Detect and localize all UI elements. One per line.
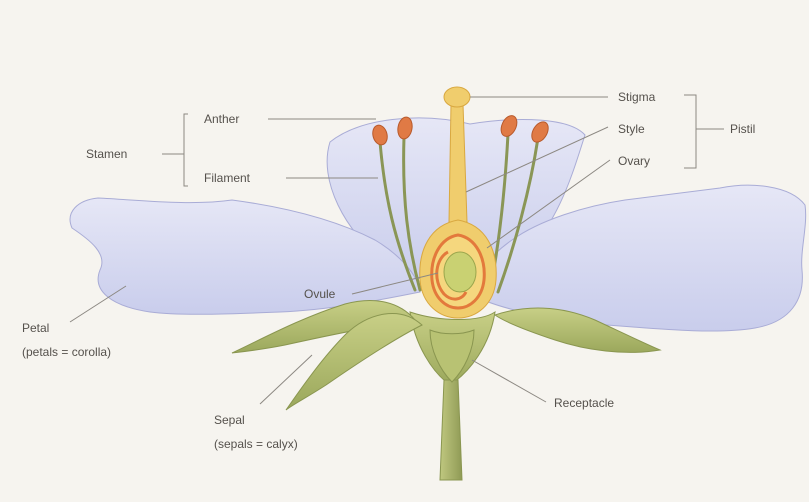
petal-leader: [70, 286, 126, 322]
label-petal-note: (petals = corolla): [22, 345, 111, 359]
label-sepal-note: (sepals = calyx): [214, 437, 298, 451]
sepal-center: [430, 330, 474, 382]
label-ovule: Ovule: [304, 287, 336, 301]
label-receptacle: Receptacle: [554, 396, 614, 410]
ovule: [444, 252, 476, 292]
stigma: [444, 87, 470, 107]
receptacle-leader: [472, 360, 546, 402]
label-anther: Anther: [204, 112, 239, 126]
pistil-bracket: [684, 95, 696, 168]
pistil-style: [449, 104, 467, 222]
stamen-bracket: [184, 114, 188, 186]
label-stigma: Stigma: [618, 90, 656, 104]
label-filament: Filament: [204, 171, 251, 185]
label-style: Style: [618, 122, 645, 136]
label-pistil: Pistil: [730, 122, 755, 136]
stem: [440, 380, 462, 480]
label-ovary: Ovary: [618, 154, 650, 168]
label-sepal: Sepal: [214, 413, 245, 427]
label-stamen: Stamen: [86, 147, 127, 161]
label-petal: Petal: [22, 321, 49, 335]
